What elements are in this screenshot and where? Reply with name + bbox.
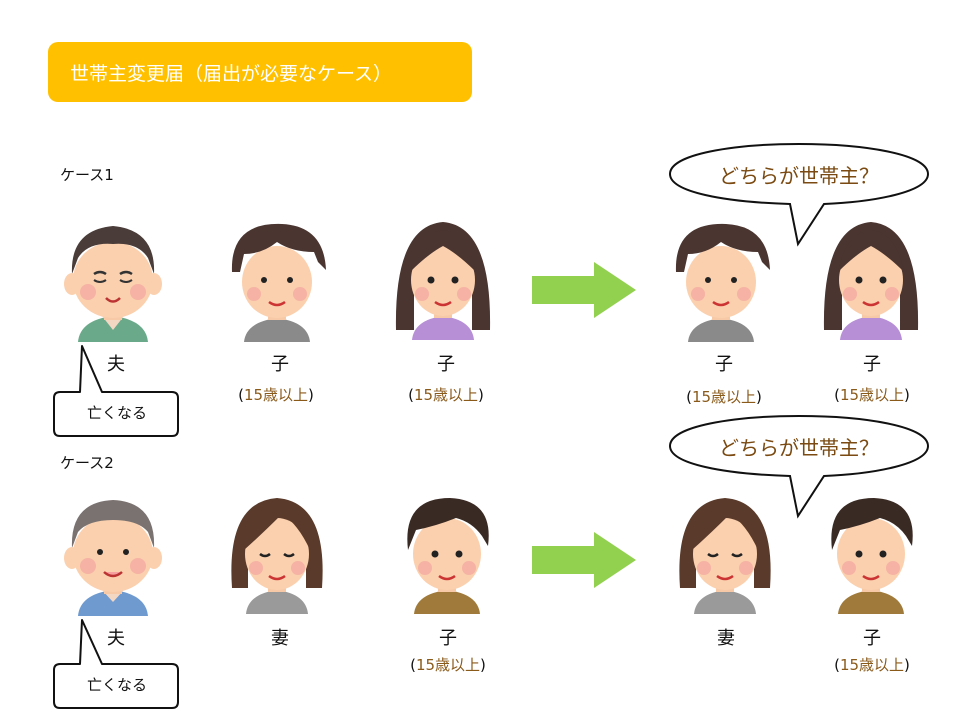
case2-child-age: (15歳以上) [388,654,508,675]
case2-label: ケース2 [60,454,114,472]
age-paren-close: ) [904,656,910,674]
age-value: 15歳以上 [839,386,905,404]
case2-child-illustration [407,498,489,614]
case2-result-child-illustration [831,498,913,614]
age-value: 15歳以上 [691,388,757,406]
case2-result-child-label: 子 [863,628,881,649]
age-paren-close: ) [756,388,762,406]
age-value: 15歳以上 [839,656,905,674]
age-paren-close: ) [480,656,486,674]
age-paren-close: ) [478,386,484,404]
case1-result-child2-age: (15歳以上) [812,384,932,405]
case1-child2-age: (15歳以上) [386,384,506,405]
case1-callout-text: 亡くなる [86,404,147,422]
case2-question-text: どちらが世帯主？ [719,436,879,460]
age-paren-close: ) [904,386,910,404]
case1-child1-label: 子 [271,354,289,375]
age-paren-close: ) [308,386,314,404]
case2-husband-label: 夫 [107,628,125,649]
case1-callout-bubble [53,345,179,437]
case1-result-child2-label: 子 [863,354,881,375]
case2-result-wife-label: 妻 [717,628,735,649]
case1-result-child2-illustration [823,222,919,340]
age-paren-open: ( [238,386,244,404]
age-value: 15歳以上 [415,656,481,674]
case1-child1-age: (15歳以上) [216,384,336,405]
case1-result-child1-age: (15歳以上) [664,386,784,407]
age-value: 15歳以上 [243,386,309,404]
case2-husband-illustration [64,500,162,616]
case2-callout-bubble [53,619,179,709]
page-title-text: 世帯主変更届（届出が必要なケース） [70,62,393,85]
age-paren-open: ( [834,386,840,404]
case1-arrow-icon [532,262,636,318]
page-title: 世帯主変更届（届出が必要なケース） [48,42,472,102]
age-paren-open: ( [686,388,692,406]
case2-result-wife-illustration [679,498,771,614]
case1-result-child1-label: 子 [715,354,733,375]
age-paren-open: ( [408,386,414,404]
case2-child-label: 子 [439,628,457,649]
case1-child1-illustration [231,223,326,342]
age-paren-open: ( [834,656,840,674]
case1-question-text: どちらが世帯主？ [719,164,879,188]
case1-label: ケース1 [60,166,114,184]
age-paren-open: ( [410,656,416,674]
case2-arrow-icon [532,532,636,588]
case2-wife-label: 妻 [271,628,289,649]
age-value: 15歳以上 [413,386,479,404]
case1-result-child1-illustration [675,223,770,342]
case1-question-bubble [668,142,930,247]
case2-result-child-age: (15歳以上) [812,654,932,675]
case1-husband-label: 夫 [107,354,125,375]
case1-child2-illustration [395,222,491,340]
case2-question-bubble [668,414,930,519]
case1-child2-label: 子 [437,354,455,375]
case1-husband-illustration [64,226,162,342]
case2-wife-illustration [231,498,323,614]
case2-callout-text: 亡くなる [86,676,147,694]
